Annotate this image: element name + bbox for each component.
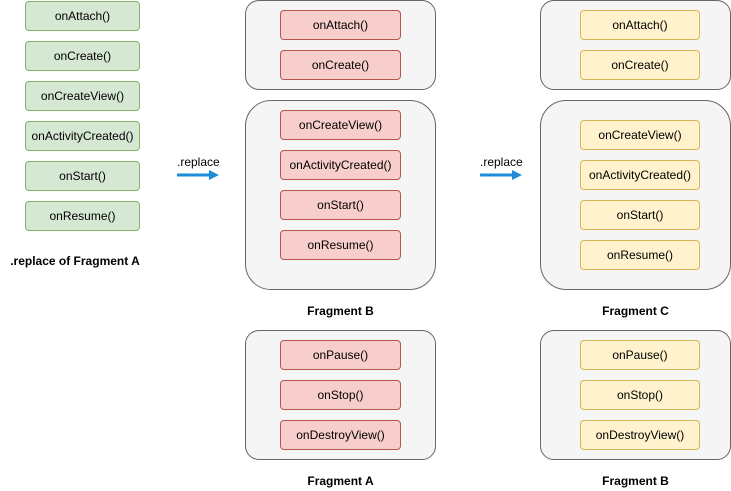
column-b-middle-caption: Fragment B <box>307 304 374 318</box>
lifecycle-step-b-onstop: onStop() <box>280 380 401 410</box>
lifecycle-step-b-onattach: onAttach() <box>280 10 401 40</box>
lifecycle-step-c-onstop: onStop() <box>580 380 700 410</box>
lifecycle-step-c-onpause: onPause() <box>580 340 700 370</box>
lifecycle-step-b-oncreateview: onCreateView() <box>280 110 401 140</box>
replace-label-2: .replace <box>480 155 523 169</box>
replace-arrow-2 <box>480 170 522 180</box>
lifecycle-step-c-onresume: onResume() <box>580 240 700 270</box>
lifecycle-step-c-onstart: onStart() <box>580 200 700 230</box>
lifecycle-step-b-onpause: onPause() <box>280 340 401 370</box>
lifecycle-step-b-onactivitycreated: onActivityCreated() <box>280 150 401 180</box>
lifecycle-step-b-oncreate: onCreate() <box>280 50 401 80</box>
lifecycle-step-a-oncreate: onCreate() <box>25 41 140 71</box>
lifecycle-step-b-onresume: onResume() <box>280 230 401 260</box>
replace-label-1: .replace <box>177 155 220 169</box>
column-b-bottom-caption: Fragment A <box>307 474 374 488</box>
lifecycle-step-a-oncreateview: onCreateView() <box>25 81 140 111</box>
lifecycle-step-b-ondestroyview: onDestroyView() <box>280 420 401 450</box>
lifecycle-step-a-onstart: onStart() <box>25 161 140 191</box>
lifecycle-step-a-onresume: onResume() <box>25 201 140 231</box>
lifecycle-step-c-oncreate: onCreate() <box>580 50 700 80</box>
replace-arrow-1 <box>177 170 219 180</box>
lifecycle-step-a-onattach: onAttach() <box>25 1 140 31</box>
column-a-caption: .replace of Fragment A <box>10 254 140 268</box>
lifecycle-step-c-oncreateview: onCreateView() <box>580 120 700 150</box>
lifecycle-step-b-onstart: onStart() <box>280 190 401 220</box>
column-c-bottom-caption: Fragment B <box>602 474 669 488</box>
lifecycle-step-a-onactivitycreated: onActivityCreated() <box>25 121 140 151</box>
lifecycle-step-c-onattach: onAttach() <box>580 10 700 40</box>
column-c-middle-caption: Fragment C <box>602 304 669 318</box>
lifecycle-step-c-ondestroyview: onDestroyView() <box>580 420 700 450</box>
lifecycle-step-c-onactivitycreated: onActivityCreated() <box>580 160 700 190</box>
